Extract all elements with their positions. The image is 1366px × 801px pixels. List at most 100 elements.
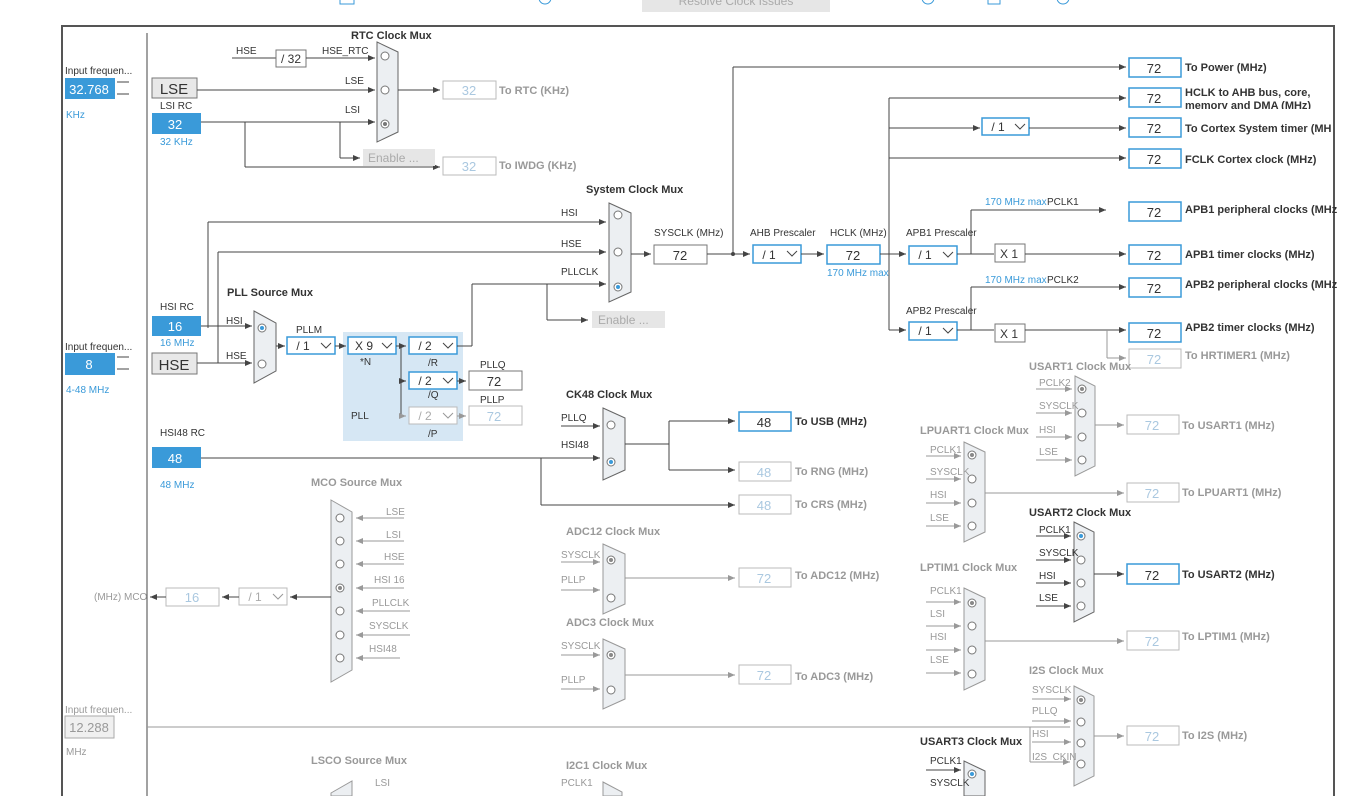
pll-label: PLL bbox=[351, 411, 369, 422]
lptim1-input-lse: LSE bbox=[930, 655, 949, 666]
output-cortex-timer-label: To Cortex System timer (MH bbox=[1185, 123, 1332, 135]
lsco-mux[interactable] bbox=[331, 781, 352, 796]
refresh-icon[interactable] bbox=[539, 0, 551, 4]
crs-output-label: To CRS (MHz) bbox=[795, 499, 867, 511]
adc12-pllp-label: PLLP bbox=[561, 575, 586, 586]
i2c1-mux[interactable] bbox=[603, 782, 622, 796]
pllq-value: 72 bbox=[487, 374, 501, 389]
i2s-freq-value: 12.288 bbox=[69, 720, 109, 735]
hsi48-value: 48 bbox=[168, 451, 182, 466]
usart1-input-lse: LSE bbox=[1039, 447, 1058, 458]
adc3-mux[interactable] bbox=[603, 639, 625, 709]
output-apb1-periph-value: 72 bbox=[1147, 205, 1161, 220]
rtc-enable-label: Enable ... bbox=[368, 151, 419, 165]
crs-output-value: 48 bbox=[757, 498, 771, 513]
sysclk-label: SYSCLK (MHz) bbox=[654, 228, 723, 239]
output-apb1-timer-value: 72 bbox=[1147, 248, 1161, 263]
adc12-sysclk-label: SYSCLK bbox=[561, 550, 601, 561]
pll-source-mux[interactable] bbox=[254, 311, 276, 383]
adc12-output-value: 72 bbox=[757, 571, 771, 586]
usart1-output-label: To USART1 (MHz) bbox=[1182, 420, 1275, 432]
pll-n-label: *N bbox=[360, 357, 371, 368]
i2c1-pclk1-label: PCLK1 bbox=[561, 778, 593, 789]
hse-range: 4-48 MHz bbox=[66, 385, 109, 396]
rng-output-label: To RNG (MHz) bbox=[795, 466, 868, 478]
i2s-unit: MHz bbox=[66, 747, 87, 758]
usart2-input-sysclk: SYSCLK bbox=[1039, 548, 1079, 559]
sysmux-hse-label: HSE bbox=[561, 239, 582, 250]
hsi-unit: 16 MHz bbox=[160, 338, 194, 349]
adc3-pllp-label: PLLP bbox=[561, 675, 586, 686]
rtc-lsi-label: LSI bbox=[345, 105, 360, 116]
lpuart1-output-value: 72 bbox=[1145, 486, 1159, 501]
output-apb2-periph-label: APB2 peripheral clocks (MHz bbox=[1185, 279, 1338, 291]
lpuart1-input-sysclk: SYSCLK bbox=[930, 467, 970, 478]
mco-input-pllclk: PLLCLK bbox=[372, 598, 410, 609]
lpuart1-input-pclk1: PCLK1 bbox=[930, 445, 962, 456]
usart2-output-label: To USART2 (MHz) bbox=[1182, 569, 1275, 581]
sysmux-hsi-label: HSI bbox=[561, 208, 578, 219]
lsco-mux-title: LSCO Source Mux bbox=[311, 755, 408, 767]
usart3-mux-title: USART3 Clock Mux bbox=[920, 736, 1023, 748]
output-power-label: To Power (MHz) bbox=[1185, 62, 1267, 74]
apb1-x-value: X 1 bbox=[1000, 247, 1018, 261]
output-fclk-label: FCLK Cortex clock (MHz) bbox=[1185, 154, 1317, 166]
ck48-pllq-label: PLLQ bbox=[561, 413, 587, 424]
pll-r-value: / 2 bbox=[418, 339, 432, 353]
apb2-prescaler-value: / 1 bbox=[918, 324, 932, 338]
pllp-label: PLLP bbox=[480, 395, 505, 406]
lptim1-mux-title: LPTIM1 Clock Mux bbox=[920, 562, 1018, 574]
usart1-input-sysclk: SYSCLK bbox=[1039, 401, 1079, 412]
mco-input-lsi: LSI bbox=[386, 530, 401, 541]
hsi-value: 16 bbox=[168, 319, 182, 334]
usb-output-value: 48 bbox=[757, 415, 771, 430]
pll-n-value: X 9 bbox=[355, 339, 373, 353]
i2s-input-sysclk: SYSCLK bbox=[1032, 685, 1072, 696]
pll-q-label: /Q bbox=[428, 390, 439, 401]
adc3-mux-title: ADC3 Clock Mux bbox=[566, 617, 655, 629]
lse-freq-label: Input frequen... bbox=[65, 66, 132, 77]
lpuart1-input-lse: LSE bbox=[930, 513, 949, 524]
pllm-value: / 1 bbox=[296, 339, 310, 353]
lse-unit: KHz bbox=[66, 110, 85, 121]
hsi48-label: HSI48 RC bbox=[160, 428, 205, 439]
lptim1-input-hsi: HSI bbox=[930, 632, 947, 643]
adc12-mux-title: ADC12 Clock Mux bbox=[566, 526, 661, 538]
pllq-label: PLLQ bbox=[480, 360, 506, 371]
hclk-max: 170 MHz max bbox=[827, 268, 889, 279]
cortex-div-value: / 1 bbox=[991, 120, 1005, 134]
usart1-input-hsi: HSI bbox=[1039, 425, 1056, 436]
output-hclk-value: 72 bbox=[1147, 91, 1161, 106]
usart2-mux-title: USART2 Clock Mux bbox=[1029, 507, 1132, 519]
lsi-value: 32 bbox=[168, 117, 182, 132]
output-hrtimer-value: 72 bbox=[1147, 352, 1161, 367]
hclk-label: HCLK (MHz) bbox=[830, 228, 887, 239]
rtc-hse-label: HSE bbox=[236, 46, 257, 57]
toolbar-icon[interactable] bbox=[340, 0, 354, 4]
lptim1-input-pclk1: PCLK1 bbox=[930, 586, 962, 597]
pll-p-label: /P bbox=[428, 429, 438, 440]
lsco-lsi-label: LSI bbox=[375, 778, 390, 789]
output-fclk-value: 72 bbox=[1147, 152, 1161, 167]
sysclk-value: 72 bbox=[673, 248, 687, 263]
pll-src-hsi-label: HSI bbox=[226, 316, 243, 327]
adc12-mux[interactable] bbox=[603, 544, 625, 614]
zoom-in-icon[interactable] bbox=[922, 0, 934, 4]
output-apb2-timer-value: 72 bbox=[1147, 326, 1161, 341]
pll-q-value: / 2 bbox=[418, 374, 432, 388]
ck48-mux[interactable] bbox=[603, 408, 625, 480]
adc3-output-value: 72 bbox=[757, 668, 771, 683]
ahb-prescaler-value: / 1 bbox=[762, 248, 776, 262]
apb1-prescaler-label: APB1 Prescaler bbox=[906, 228, 977, 239]
zoom-out-icon[interactable] bbox=[1057, 0, 1069, 4]
i2s-input-pllq: PLLQ bbox=[1032, 706, 1058, 717]
output-hclk-label: HCLK to AHB bus, core, bbox=[1185, 87, 1311, 99]
output-hclk-label-2: memory and DMA (MHz) bbox=[1185, 100, 1311, 112]
output-power-value: 72 bbox=[1147, 61, 1161, 76]
sysmux-pllclk-label: PLLCLK bbox=[561, 267, 599, 278]
pll-source-mux-title: PLL Source Mux bbox=[227, 287, 314, 299]
i2s-mux-title: I2S Clock Mux bbox=[1029, 665, 1104, 677]
mco-input-hsi16: HSI 16 bbox=[374, 575, 405, 586]
fit-icon[interactable] bbox=[988, 0, 1000, 4]
